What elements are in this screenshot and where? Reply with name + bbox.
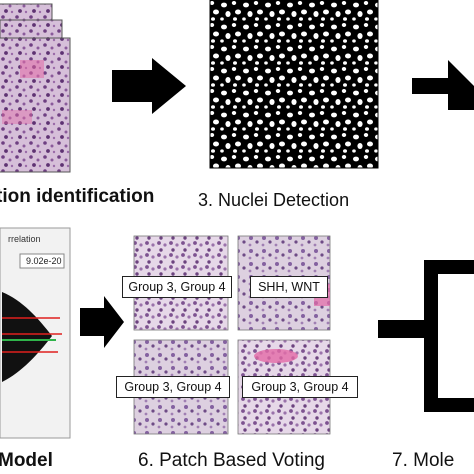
step2-label: tion identification (0, 186, 155, 207)
patch-grid (133, 235, 331, 435)
patch-vote-tag: Group 3, Group 4 (116, 376, 230, 398)
step6-label: 6. Patch Based Voting (138, 450, 325, 471)
model-panel-value: 9.02e-20 (26, 256, 62, 266)
patch-vote-tag: Group 3, Group 4 (122, 276, 232, 298)
step5-label: Model (0, 450, 53, 471)
arrow-right-icon (412, 60, 474, 110)
step7-label: 7. Mole (392, 450, 455, 471)
patch-vote-tag: Group 3, Group 4 (242, 376, 358, 398)
step3-label: 3. Nuclei Detection (198, 190, 350, 210)
nuclei-mask-image (209, 0, 379, 169)
arrow-right-icon (80, 296, 124, 348)
model-panel-title: rrelation (8, 234, 41, 244)
arrow-right-icon (112, 58, 186, 114)
he-slide-stack (0, 3, 71, 173)
patch-vote-tag: SHH, WNT (250, 276, 328, 298)
violin-plot (2, 292, 62, 382)
molecular-subgroup-bracket (378, 260, 474, 412)
model-panel (0, 227, 71, 439)
